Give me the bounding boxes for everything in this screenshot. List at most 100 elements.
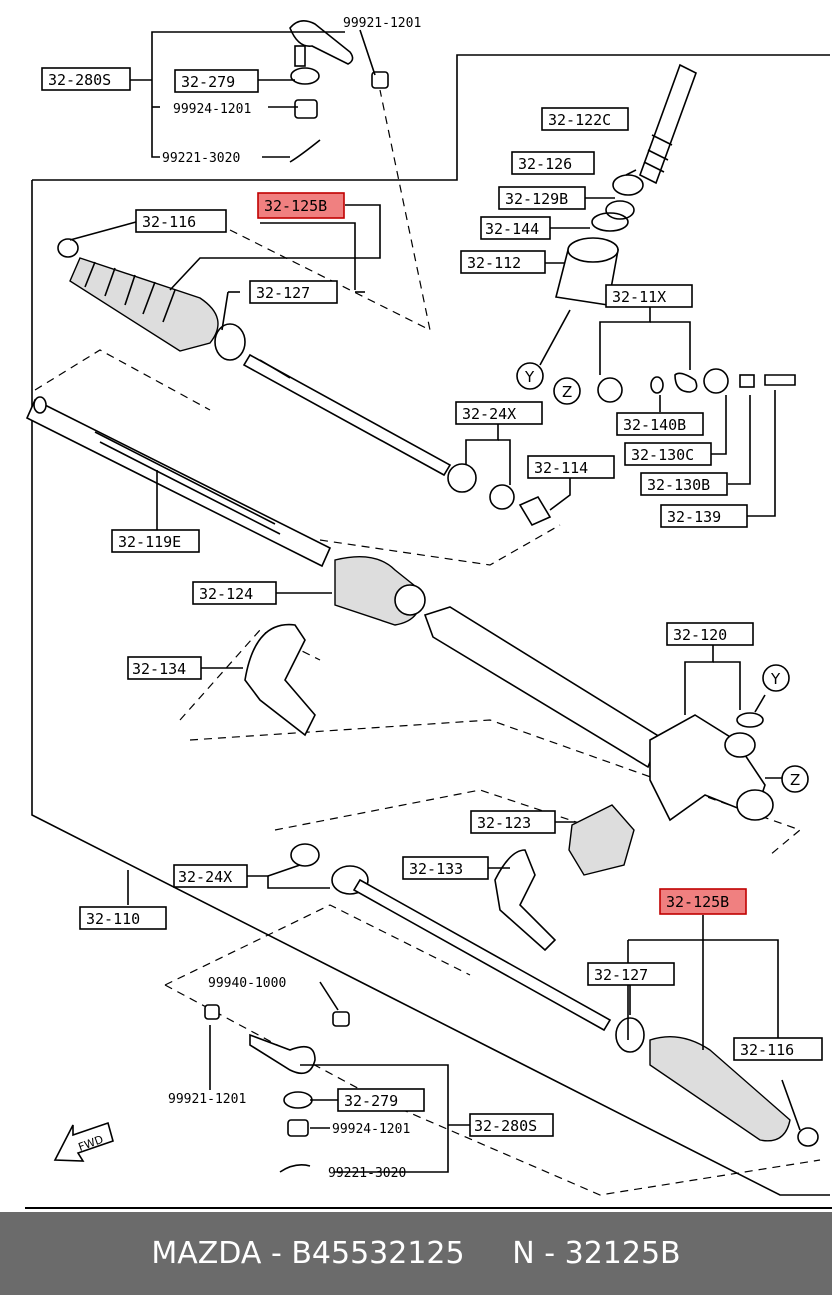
bracket-280s-top xyxy=(151,31,345,158)
label-32-127-bottom: 32-127 xyxy=(587,962,675,986)
label-32-114: 32-114 xyxy=(527,455,615,479)
text-99924-1201-top: 99924-1201 xyxy=(173,102,251,117)
svg-text:32-114: 32-114 xyxy=(534,459,588,477)
dash-top-tierod xyxy=(229,89,431,332)
label-32-119e: 32-119E xyxy=(111,529,200,553)
fwd-arrow-icon: FWD xyxy=(53,1121,114,1162)
svg-text:32-129B: 32-129B xyxy=(505,190,568,208)
label-32-24x-bottom: 32-24X xyxy=(173,864,248,888)
marker-z-2-text: Z xyxy=(790,771,800,789)
frame-left xyxy=(31,180,830,1196)
svg-text:32-24X: 32-24X xyxy=(462,405,516,423)
label-32-279-top: 32-279 xyxy=(174,69,259,93)
marker-z-2: Z xyxy=(781,765,809,793)
oil-seal-129b xyxy=(605,200,635,220)
text-99921-1201-top: 99921-1201 xyxy=(343,16,421,31)
o-ring-144 xyxy=(591,212,629,232)
label-32-125b-bottom: 32-125B xyxy=(659,888,747,915)
lock-nut-126 xyxy=(612,174,644,196)
svg-text:32-125B: 32-125B xyxy=(264,197,327,215)
marker-z-1: Z xyxy=(553,377,581,405)
label-32-139: 32-139 xyxy=(660,504,748,528)
text-99924-1201-bottom: 99924-1201 xyxy=(332,1122,410,1137)
label-32-24x-top: 32-24X xyxy=(455,401,543,425)
label-32-279-bottom: 32-279 xyxy=(337,1088,425,1112)
nut-top xyxy=(371,71,389,89)
svg-text:32-280S: 32-280S xyxy=(48,71,111,89)
svg-text:32-24X: 32-24X xyxy=(178,868,232,886)
cotter-pin-top xyxy=(289,139,321,163)
text-99221-3020-top: 99221-3020 xyxy=(162,151,240,166)
footer-brand: MAZDA xyxy=(151,1236,262,1271)
svg-text:32-11X: 32-11X xyxy=(612,288,666,306)
bushing-24x-bottom xyxy=(290,843,369,895)
svg-text:32-123: 32-123 xyxy=(477,814,531,832)
svg-text:32-127: 32-127 xyxy=(594,966,648,984)
mount-rubber-123 xyxy=(568,804,635,876)
inner-rod-top xyxy=(242,353,477,493)
part-footer-bar: MAZDA - B45532125 N - 32125B xyxy=(0,1212,832,1295)
label-32-134: 32-134 xyxy=(127,656,202,680)
text-99221-3020-bottom: 99221-3020 xyxy=(328,1166,406,1181)
rack-housing-tube xyxy=(423,606,661,769)
text-99940-1000: 99940-1000 xyxy=(208,976,286,991)
tie-rod-end-bottom xyxy=(249,1033,316,1173)
label-32-11x: 32-11X xyxy=(605,284,693,308)
footer-part-number: B45532125 xyxy=(291,1236,465,1271)
washer-top xyxy=(290,67,320,85)
bushing-24x-top xyxy=(489,484,552,527)
dash-bottom-boot xyxy=(164,984,821,1196)
yoke-parts xyxy=(597,368,796,403)
svg-text:32-280S: 32-280S xyxy=(474,1117,537,1135)
inner-rod-bottom xyxy=(352,878,612,1032)
marker-y-1: Y xyxy=(516,362,544,390)
svg-text:32-119E: 32-119E xyxy=(118,533,181,551)
label-32-130b: 32-130B xyxy=(640,472,728,496)
svg-text:32-279: 32-279 xyxy=(344,1092,398,1110)
rack-32-119e xyxy=(25,396,332,568)
bracket-11x xyxy=(599,307,651,375)
label-32-112: 32-112 xyxy=(460,250,546,274)
svg-text:32-134: 32-134 xyxy=(132,660,186,678)
svg-text:32-144: 32-144 xyxy=(485,220,539,238)
marker-z-1-text: Z xyxy=(562,383,572,401)
svg-text:32-124: 32-124 xyxy=(199,585,253,603)
label-32-110: 32-110 xyxy=(79,906,167,930)
gear-housing-120 xyxy=(649,712,774,822)
label-32-126: 32-126 xyxy=(511,151,595,175)
svg-text:32-279: 32-279 xyxy=(181,73,235,91)
svg-text:32-130C: 32-130C xyxy=(631,446,694,464)
parts-diagram: FWD Y Z Y Z 32-280S 32-279 32-116 32-125… xyxy=(25,16,832,1209)
frame-top xyxy=(32,54,830,181)
svg-text:32-122C: 32-122C xyxy=(548,111,611,129)
pinion-shaft xyxy=(639,63,697,185)
text-99921-1201-bottom: 99921-1201 xyxy=(168,1092,246,1107)
svg-text:32-125B: 32-125B xyxy=(666,893,729,911)
label-32-280s-top: 32-280S xyxy=(41,67,131,91)
boot-mid-124 xyxy=(334,555,426,626)
svg-text:32-133: 32-133 xyxy=(409,860,463,878)
svg-text:32-140B: 32-140B xyxy=(623,416,686,434)
label-32-133: 32-133 xyxy=(402,856,489,880)
label-32-123: 32-123 xyxy=(470,810,556,834)
label-32-127-top: 32-127 xyxy=(249,280,338,304)
castle-nut-top xyxy=(294,99,318,119)
boot-bottom xyxy=(615,1017,819,1147)
label-32-125b-top: 32-125B xyxy=(257,192,345,219)
nut-99940 xyxy=(332,1011,350,1027)
label-32-120: 32-120 xyxy=(666,622,754,646)
dash-housing xyxy=(189,719,802,856)
label-32-144: 32-144 xyxy=(480,216,551,240)
svg-text:32-116: 32-116 xyxy=(142,213,196,231)
svg-text:32-126: 32-126 xyxy=(518,155,572,173)
svg-text:32-120: 32-120 xyxy=(673,626,727,644)
label-32-124: 32-124 xyxy=(192,581,277,605)
line-116-top xyxy=(260,222,356,290)
dash-rack-top xyxy=(34,349,211,411)
label-32-140b: 32-140B xyxy=(616,412,704,436)
boot-top xyxy=(57,238,246,361)
dash-bottom-tierod xyxy=(164,904,471,986)
label-32-280s-bottom: 32-280S xyxy=(469,1113,554,1137)
mount-bracket-134 xyxy=(244,623,316,737)
mount-bracket-133 xyxy=(494,849,557,952)
